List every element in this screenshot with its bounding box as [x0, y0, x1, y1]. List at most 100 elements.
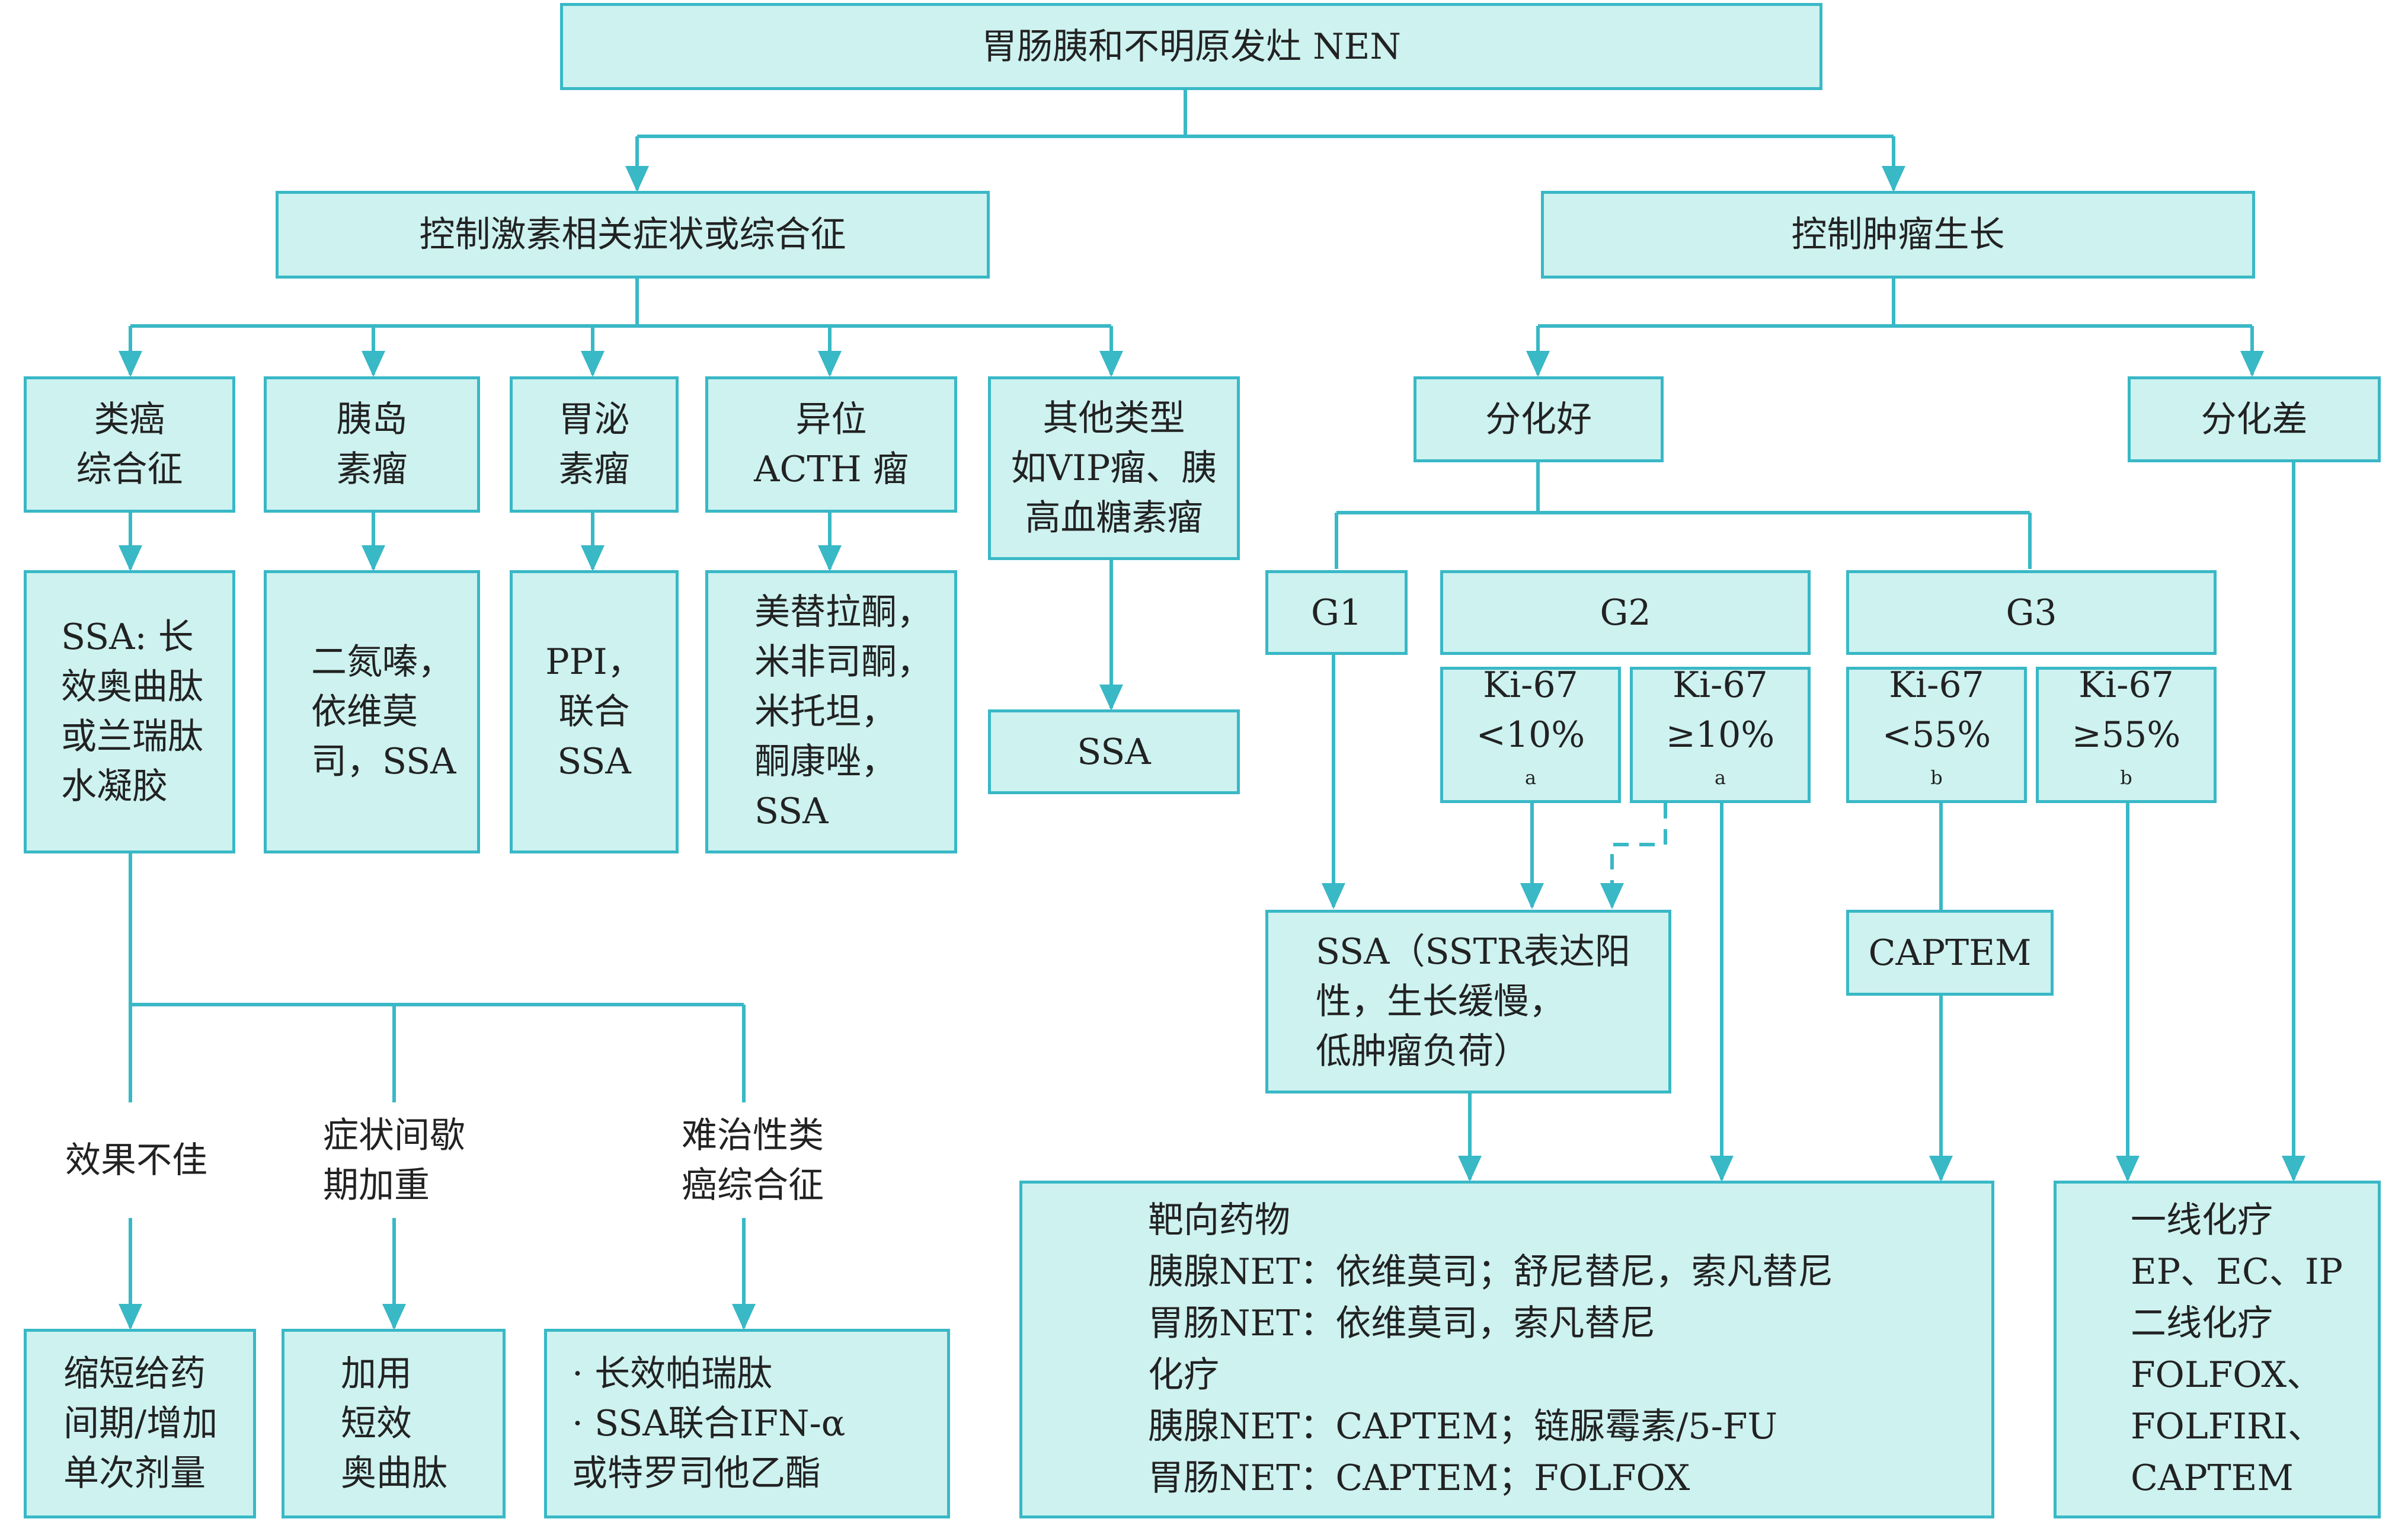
intermittent-action-line-1: 加用	[341, 1353, 412, 1395]
poor-effect-label: 效果不佳	[24, 1102, 249, 1218]
grade-g3-text: G3	[2006, 591, 2057, 634]
carcinoid-syndrome-node: 类癌 综合征	[24, 376, 235, 513]
intermittent-action-node: 加用 短效 奥曲肽	[282, 1329, 506, 1518]
refractory-action-line-3: 或特罗司他乙酯	[572, 1453, 821, 1494]
ectopic-treatment-line-5: SSA	[754, 791, 829, 832]
other-types-node: 其他类型 如VIP瘤、胰 高血糖素瘤	[988, 376, 1240, 560]
ki67-g3-low-value-line: <55% b	[1882, 710, 1991, 810]
chemo-line-4: FOLFOX、	[2131, 1354, 2323, 1396]
other-ssa-node: SSA	[988, 709, 1240, 794]
ectopic-treatment-line-4: 酮康唑，	[754, 741, 897, 782]
insulinoma-treatment-line-2: 依维莫	[311, 691, 418, 733]
ki67-g2-low-label: Ki-67	[1483, 664, 1578, 706]
carcinoid-line-2: 综合征	[76, 449, 183, 490]
ectopic-treatment-line-3: 米托坦，	[754, 691, 897, 733]
ki67-g2-high-value: ≥10%	[1665, 714, 1775, 756]
captem-node: CAPTEM	[1846, 910, 2054, 996]
ectopic-line-1: 异位	[795, 399, 867, 440]
gastrinoma-treatment-line-3: SSA	[557, 741, 631, 782]
insulinoma-treatment-node: 二氮嗪， 依维莫 司，SSA	[264, 570, 480, 853]
grade-g2-text: G2	[1600, 591, 1651, 634]
insulinoma-treatment-line-1: 二氮嗪，	[311, 641, 453, 683]
title-node: 胃肠胰和不明原发灶 NEN	[560, 3, 1822, 90]
grade-g1-node: G1	[1265, 570, 1408, 655]
ki67-g3-low-label: Ki-67	[1889, 664, 1984, 706]
ssa-condition-node: SSA（SSTR表达阳 性，生长缓慢， 低肿瘤负荷）	[1265, 910, 1671, 1093]
ectopic-treatment-line-1: 美替拉酮，	[754, 591, 932, 633]
ki67-g2-low-note: a	[1524, 766, 1537, 789]
captem-text: CAPTEM	[1868, 932, 2032, 974]
gastrinoma-treatment-line-2: 联合	[558, 691, 630, 733]
gastrinoma-line-1: 胃泌	[558, 399, 630, 440]
poor-effect-action-line-1: 缩短给药	[63, 1353, 206, 1395]
ki67-g2-low-value: <10%	[1476, 714, 1585, 756]
well-differentiated-node: 分化好	[1414, 376, 1664, 462]
intermittent-action-line-3: 奥曲肽	[341, 1453, 447, 1494]
tumor-branch-text: 控制肿瘤生长	[1791, 214, 2005, 255]
grade-g2-node: G2	[1440, 570, 1811, 655]
carcinoid-treatment-line-3: 或兰瑞肽	[61, 716, 203, 757]
ki67-g2-low-value-line: <10% a	[1476, 710, 1585, 810]
chemo-line-2: EP、EC、IP	[2131, 1251, 2343, 1293]
ki67-g3-high-note: b	[2120, 766, 2132, 789]
intermittent-line-1: 症状间歇	[323, 1114, 465, 1156]
other-ssa-text: SSA	[1077, 731, 1151, 773]
ectopic-treatment-node: 美替拉酮， 米非司酮， 米托坦， 酮康唑， SSA	[705, 570, 957, 853]
other-line-2: 如VIP瘤、胰	[1010, 447, 1217, 489]
ki67-g3-high-value-line: ≥55% b	[2072, 710, 2181, 810]
ki67-g2-high-node: Ki-67 ≥10% a	[1630, 664, 1811, 803]
gastrinoma-treatment-line-1: PPI，	[545, 641, 643, 683]
ki67-g3-high-value: ≥55%	[2071, 714, 2181, 756]
ki67-g3-low-node: Ki-67 <55% b	[1846, 664, 2027, 803]
insulinoma-line-2: 素瘤	[336, 449, 408, 490]
ki67-g2-high-label: Ki-67	[1673, 664, 1768, 706]
refractory-action-line-2: · SSA联合IFN-α	[572, 1403, 846, 1444]
insulinoma-treatment-line-3: 司，SSA	[311, 741, 456, 782]
poor-effect-text: 效果不佳	[65, 1139, 207, 1181]
poorly-differentiated-node: 分化差	[2128, 376, 2381, 462]
carcinoid-treatment-line-4: 水凝胶	[61, 766, 168, 807]
refractory-action-node: · 长效帕瑞肽 · SSA联合IFN-α 或特罗司他乙酯	[544, 1329, 950, 1518]
targeted-line-5: 胰腺NET：CAPTEM；链脲霉素/5-FU	[1148, 1406, 1778, 1447]
ki67-g2-high-value-line: ≥10% a	[1666, 710, 1775, 810]
targeted-therapy-node: 靶向药物 胰腺NET：依维莫司；舒尼替尼，索凡替尼 胃肠NET：依维莫司，索凡替…	[1019, 1181, 1994, 1518]
insulinoma-line-1: 胰岛	[336, 399, 408, 440]
carcinoid-treatment-node: SSA: 长 效奥曲肽 或兰瑞肽 水凝胶	[24, 570, 235, 853]
chemo-line-1: 一线化疗	[2131, 1200, 2273, 1241]
ki67-g3-high-node: Ki-67 ≥55% b	[2036, 664, 2217, 803]
carcinoid-line-1: 类癌	[94, 399, 165, 440]
chemo-line-3: 二线化疗	[2131, 1303, 2273, 1344]
ectopic-treatment-line-2: 米非司酮，	[754, 641, 932, 683]
poor-effect-action-line-2: 间期/增加	[63, 1403, 218, 1444]
targeted-line-4: 化疗	[1148, 1354, 1219, 1396]
hormone-branch-text: 控制激素相关症状或综合征	[419, 214, 846, 255]
gastrinoma-line-2: 素瘤	[558, 449, 630, 490]
poor-effect-action-node: 缩短给药 间期/增加 单次剂量	[24, 1329, 256, 1518]
refractory-label: 难治性类 癌综合征	[628, 1102, 877, 1218]
gastrinoma-treatment-node: PPI， 联合 SSA	[510, 570, 679, 853]
grade-g3-node: G3	[1846, 570, 2217, 655]
ki67-g3-high-label: Ki-67	[2078, 664, 2174, 706]
targeted-line-1: 靶向药物	[1148, 1200, 1290, 1241]
ectopic-line-2: ACTH 瘤	[754, 449, 909, 490]
insulinoma-node: 胰岛 素瘤	[264, 376, 480, 513]
grade-g1-text: G1	[1310, 591, 1363, 634]
dashed-g2high-ssa	[1600, 803, 1667, 909]
chemo-line-5: FOLFIRI、	[2131, 1406, 2323, 1447]
ki67-g3-low-note: b	[1930, 766, 1943, 789]
ki67-g2-high-note: a	[1714, 766, 1726, 789]
other-line-1: 其他类型	[1042, 398, 1185, 439]
ectopic-acth-node: 异位 ACTH 瘤	[705, 376, 957, 513]
ssa-condition-line-3: 低肿瘤负荷）	[1316, 1031, 1529, 1072]
intermittent-line-2: 期加重	[323, 1164, 430, 1206]
carcinoid-treatment-line-2: 效奥曲肽	[61, 666, 203, 708]
carcinoid-treatment-line-1: SSA: 长	[61, 616, 194, 658]
other-line-3: 高血糖素瘤	[1025, 497, 1203, 539]
title-text: 胃肠胰和不明原发灶 NEN	[981, 25, 1401, 68]
ki67-g3-low-value: <55%	[1882, 714, 1991, 756]
refractory-line-1: 难治性类	[682, 1114, 824, 1156]
targeted-line-6: 胃肠NET：CAPTEM；FOLFOX	[1148, 1457, 1690, 1499]
well-differentiated-text: 分化好	[1485, 398, 1592, 440]
